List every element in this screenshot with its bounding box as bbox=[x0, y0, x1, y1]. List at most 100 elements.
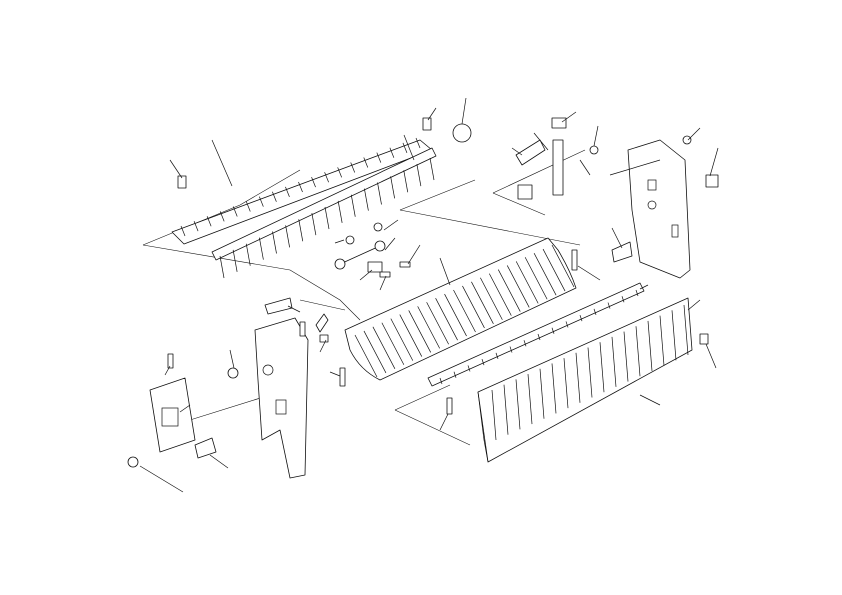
guide-rib bbox=[324, 172, 329, 183]
roller-segment bbox=[621, 296, 625, 303]
guide-rib bbox=[337, 167, 342, 178]
tray-rib bbox=[575, 352, 581, 403]
tray-rib bbox=[491, 389, 497, 441]
guide-rib bbox=[232, 206, 238, 217]
tray-rib bbox=[527, 374, 533, 425]
guide-rib bbox=[524, 257, 548, 300]
clip-part bbox=[705, 174, 719, 188]
leader-line bbox=[229, 349, 235, 369]
leader-line bbox=[611, 227, 623, 249]
leader-line bbox=[709, 147, 719, 177]
tray-rib bbox=[683, 304, 689, 356]
leader-line bbox=[561, 111, 577, 123]
roller-segment bbox=[551, 327, 555, 334]
spring-part bbox=[571, 249, 578, 271]
roller-segment bbox=[607, 302, 611, 309]
guide-rib bbox=[354, 334, 378, 378]
guide-rib bbox=[542, 248, 566, 292]
leader-line bbox=[687, 299, 701, 311]
tray-rib bbox=[539, 368, 545, 419]
bracket-part bbox=[551, 117, 567, 129]
shaft-collar bbox=[334, 258, 346, 270]
right-side-plate bbox=[609, 139, 691, 279]
guide-rib bbox=[402, 142, 408, 154]
leader-line bbox=[179, 404, 191, 413]
leader-line bbox=[439, 257, 451, 286]
roller-finger bbox=[232, 249, 238, 272]
sensor-part bbox=[515, 139, 546, 166]
leader-line bbox=[383, 219, 399, 231]
e-ring-part bbox=[345, 235, 355, 245]
guide-rib bbox=[489, 273, 512, 316]
clip-part bbox=[422, 117, 432, 131]
roller-segment bbox=[565, 321, 569, 328]
gear-part bbox=[699, 333, 709, 345]
roller-finger bbox=[324, 206, 330, 230]
e-ring-part bbox=[373, 222, 383, 232]
guide-rib bbox=[408, 310, 432, 353]
guide-rib bbox=[372, 326, 396, 369]
roller-finger bbox=[245, 243, 251, 266]
leader-line bbox=[287, 305, 301, 313]
roller-finger bbox=[364, 188, 369, 211]
leader-line bbox=[511, 147, 523, 156]
guide-rib bbox=[453, 289, 476, 333]
guide-rib bbox=[515, 261, 539, 304]
guide-rib bbox=[417, 306, 440, 349]
roller-segment bbox=[439, 377, 443, 385]
guide-rib bbox=[180, 225, 186, 237]
roller-finger bbox=[311, 213, 317, 236]
leader-line bbox=[639, 394, 661, 406]
guide-rib bbox=[259, 196, 264, 207]
roller-finger bbox=[403, 170, 409, 193]
guide-rib bbox=[480, 277, 503, 320]
pad-part bbox=[315, 313, 329, 333]
left-side-plate bbox=[254, 317, 309, 479]
guide-rib bbox=[363, 330, 387, 374]
leader-line bbox=[705, 343, 717, 369]
roller-finger bbox=[272, 231, 277, 254]
roller-segment bbox=[635, 289, 639, 297]
roller-finger bbox=[390, 176, 395, 199]
leader-lines bbox=[139, 97, 719, 493]
leader-line bbox=[329, 371, 341, 377]
guide-rib bbox=[435, 298, 458, 341]
guide-rib bbox=[219, 211, 225, 222]
spring-part bbox=[446, 397, 453, 415]
leader-line bbox=[461, 97, 467, 125]
roller-segment bbox=[537, 333, 541, 341]
guide-rib bbox=[298, 181, 303, 193]
leader-line bbox=[579, 159, 591, 176]
roller-finger bbox=[219, 255, 225, 279]
guide-rib bbox=[462, 285, 485, 329]
bracket-part bbox=[611, 241, 633, 263]
bracket-part bbox=[194, 437, 217, 459]
leader-line bbox=[577, 265, 601, 281]
tray-rib bbox=[659, 315, 665, 366]
roller-segment bbox=[579, 315, 583, 322]
leader-line bbox=[427, 107, 437, 121]
roller-segment bbox=[509, 346, 513, 353]
tray-rib bbox=[611, 336, 617, 387]
leader-line bbox=[319, 339, 327, 353]
leader-line bbox=[384, 237, 396, 251]
guide-rib bbox=[426, 302, 449, 345]
bottom-paper-tray bbox=[477, 297, 693, 463]
roller-finger bbox=[429, 157, 435, 181]
roller-segment bbox=[523, 340, 527, 347]
roller-finger bbox=[298, 219, 304, 242]
central-paper-guide bbox=[344, 237, 577, 381]
lower-roller bbox=[427, 282, 645, 387]
screw-part bbox=[682, 135, 692, 145]
guide-rib bbox=[206, 216, 212, 227]
bracket-part bbox=[367, 261, 383, 273]
leader-line bbox=[403, 134, 415, 161]
spring-part bbox=[339, 367, 346, 387]
guide-rib bbox=[399, 314, 423, 357]
guide-rib bbox=[506, 265, 530, 308]
tray-rib bbox=[503, 384, 509, 435]
guide-rib bbox=[285, 186, 290, 198]
leader-line bbox=[359, 269, 373, 281]
gear-part bbox=[452, 123, 472, 143]
